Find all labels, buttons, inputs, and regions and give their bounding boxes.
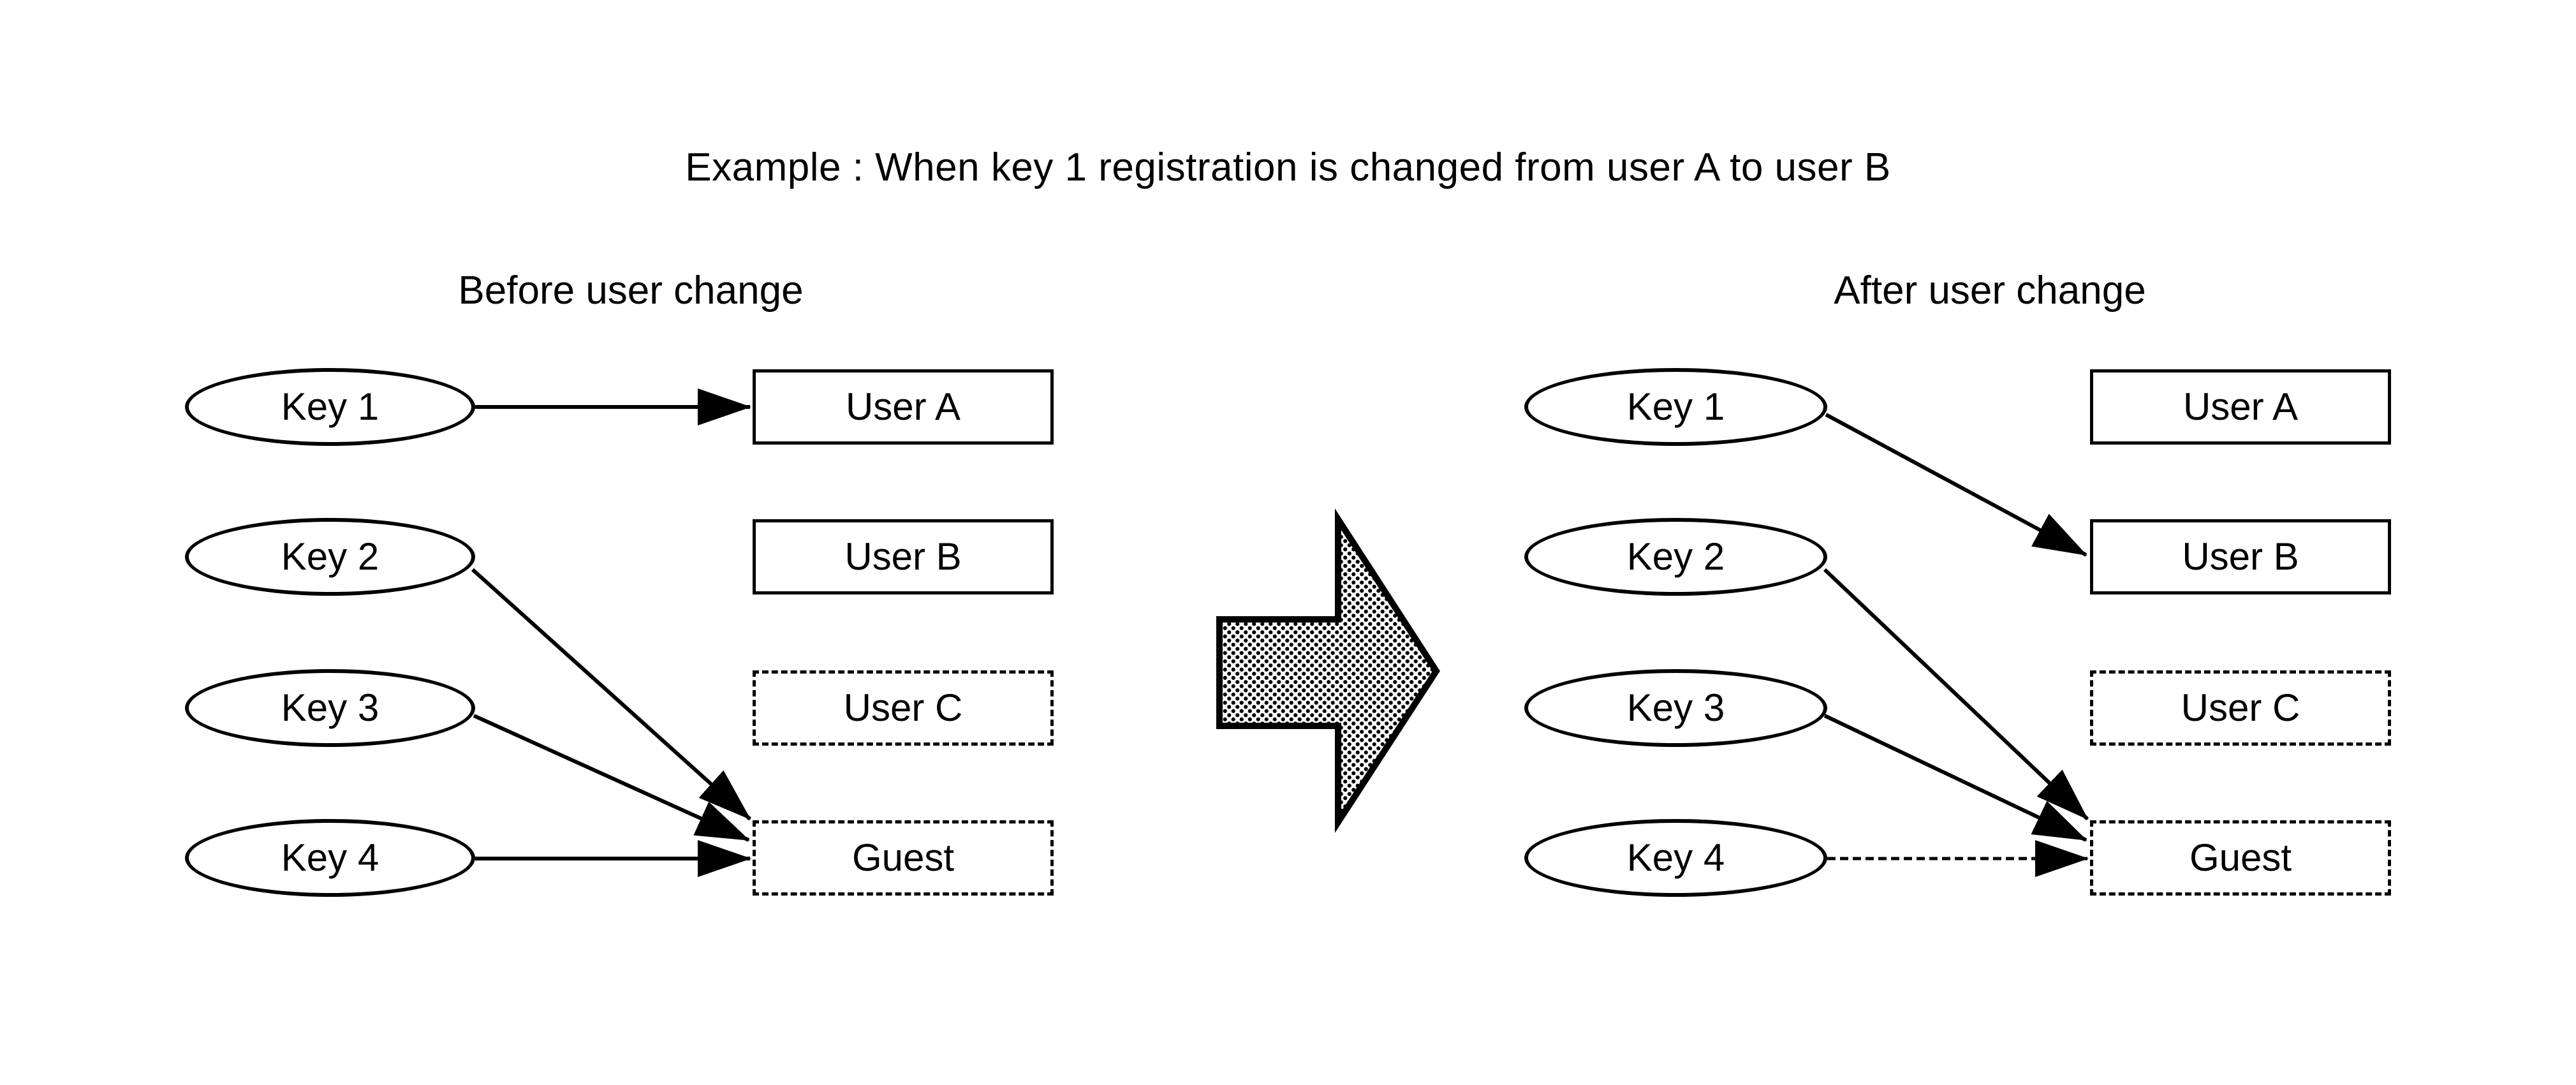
arrow-before-key3-to-guest [473,714,750,842]
arrow-after-key1-to-userb [1825,413,2087,557]
before-panel-heading: Before user change [458,269,804,313]
before-key1-ellipse: Key 1 [185,368,475,446]
before-key4-ellipse: Key 4 [185,819,475,897]
page-title: Example : When key 1 registration is cha… [685,145,1891,189]
before-userb-box: User B [753,519,1054,594]
after-key3-ellipse: Key 3 [1524,669,1827,747]
arrow-after-key2-to-guest [1823,568,2089,821]
before-guest-box: Guest [753,820,1054,896]
after-key2-ellipse: Key 2 [1524,518,1827,596]
before-key3-ellipse: Key 3 [185,669,475,747]
after-panel-heading: After user change [1834,269,2146,313]
after-userb-box: User B [2090,519,2391,594]
before-userc-box: User C [753,670,1054,746]
after-key4-ellipse: Key 4 [1524,819,1827,897]
transition-arrow-icon [1216,508,1440,833]
before-usera-box: User A [753,369,1054,445]
after-usera-box: User A [2090,369,2391,445]
arrow-before-key2-to-guest [471,568,752,821]
after-userc-box: User C [2090,670,2391,746]
after-guest-box: Guest [2090,820,2391,896]
arrow-after-key3-to-guest [1823,714,2087,842]
after-key1-ellipse: Key 1 [1524,368,1827,446]
before-key2-ellipse: Key 2 [185,518,475,596]
